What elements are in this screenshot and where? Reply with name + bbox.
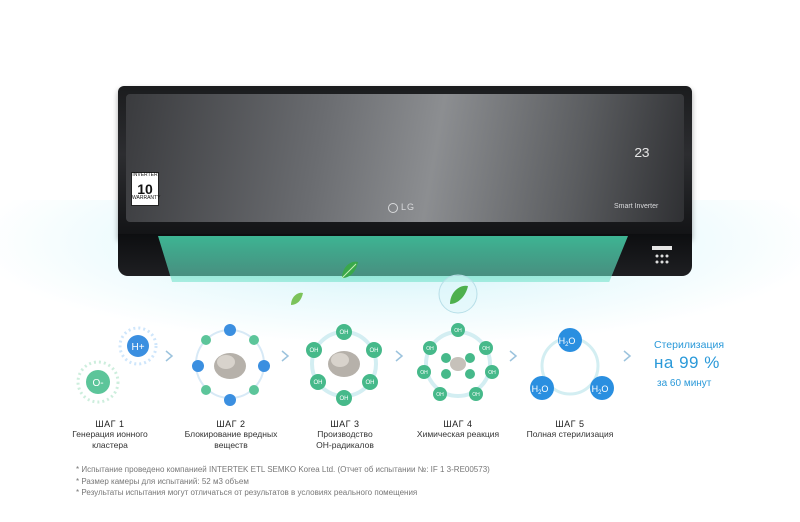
svg-text:OH: OH (426, 346, 434, 352)
svg-text:OH: OH (310, 348, 319, 354)
step-title: ШАГ 2 (216, 419, 246, 429)
oh-radicals-icon: OH OH OH OH OH OH (306, 324, 382, 406)
control-panel-icon (652, 246, 672, 264)
svg-text:OH: OH (370, 348, 379, 354)
svg-text:H2O: H2O (532, 384, 549, 396)
air-conditioner-unit: INVERTER 10 WARRANTY LG Smart Inverter 2… (118, 86, 692, 282)
svg-text:OH: OH (420, 370, 428, 376)
footnote: * Размер камеры для испытаний: 52 м3 объ… (76, 476, 249, 486)
step-2: ШАГ 2 Блокирование вредных веществ (168, 419, 294, 450)
brand-name: LG (401, 202, 416, 212)
step-5: ШАГ 5 Полная стерилизация (512, 419, 628, 440)
brand-logo: LG (388, 202, 415, 213)
svg-text:H2O: H2O (592, 384, 609, 396)
ion-cluster-icon: H+ O- (76, 326, 158, 404)
svg-text:OH: OH (366, 380, 375, 386)
lg-logo-icon (388, 202, 398, 213)
model-label: Smart Inverter (614, 203, 659, 210)
badge-bottom-text: WARRANTY (132, 194, 161, 201)
front-panel (126, 94, 684, 222)
air-outlet-flap (158, 236, 628, 282)
step-4: ШАГ 4 Химическая реакция (400, 419, 516, 440)
svg-text:OH: OH (436, 392, 444, 398)
step-description: Генерация ионного (72, 429, 148, 439)
svg-text:OH: OH (314, 380, 323, 386)
svg-text:OH: OH (340, 396, 349, 402)
svg-text:H2O: H2O (559, 336, 576, 348)
chevron-right-icon (281, 350, 290, 362)
chevron-right-icon (509, 350, 518, 362)
step-title: ШАГ 1 (95, 419, 125, 429)
footnote: * Результаты испытания могут отличаться … (76, 488, 418, 498)
harmful-substance-block-icon (192, 324, 270, 406)
chevron-right-icon (395, 350, 404, 362)
step-description: веществ (214, 439, 248, 450)
svg-text:OH: OH (472, 392, 480, 398)
chemical-reaction-icon: OH OH OH OH OH OH OH (417, 323, 499, 401)
chevron-right-icon (165, 350, 174, 362)
chevron-right-icon (623, 350, 632, 362)
leaf-icon (291, 292, 303, 305)
step-description: кластера (92, 439, 128, 450)
svg-text:H+: H+ (131, 342, 144, 353)
step-description: Производство (317, 429, 373, 439)
temperature-display: 23 (634, 146, 650, 162)
step-title: ШАГ 5 (555, 419, 585, 429)
footnote: * Испытание проведено компанией INTERTEK… (76, 465, 490, 474)
svg-text:OH: OH (454, 328, 462, 334)
step-description: Полная стерилизация (526, 429, 614, 439)
result-percentage: на 99 % (654, 353, 720, 372)
badge-number: 10 (137, 180, 153, 197)
svg-text:OH: OH (340, 330, 349, 336)
badge-top-text: INVERTER (132, 172, 158, 178)
inverter-warranty-badge: INVERTER 10 WARRANTY (131, 172, 161, 206)
leaf-icon (341, 261, 358, 279)
footnotes: * Испытание проведено компанией INTERTEK… (76, 464, 490, 499)
svg-text:O-: O- (92, 378, 103, 389)
step-title: ШАГ 3 (330, 419, 360, 429)
step-description: Блокирование вредных (184, 429, 278, 439)
result-duration: за 60 минут (657, 378, 712, 389)
step-1: ШАГ 1 Генерация ионного кластера (50, 419, 170, 450)
svg-text:OH: OH (488, 370, 496, 376)
step-title: ШАГ 4 (443, 419, 473, 429)
step-description: ОН-радикалов (316, 439, 374, 450)
step-description: Химическая реакция (416, 429, 500, 439)
full-sterilization-icon: H2O H2O H2O (530, 328, 614, 400)
step-3: ШАГ 3 Производство ОН-радикалов (290, 419, 400, 450)
result-heading: Стерилизация (654, 339, 725, 351)
svg-text:OH: OH (482, 346, 490, 352)
bubble-with-leaf-icon (438, 274, 478, 314)
